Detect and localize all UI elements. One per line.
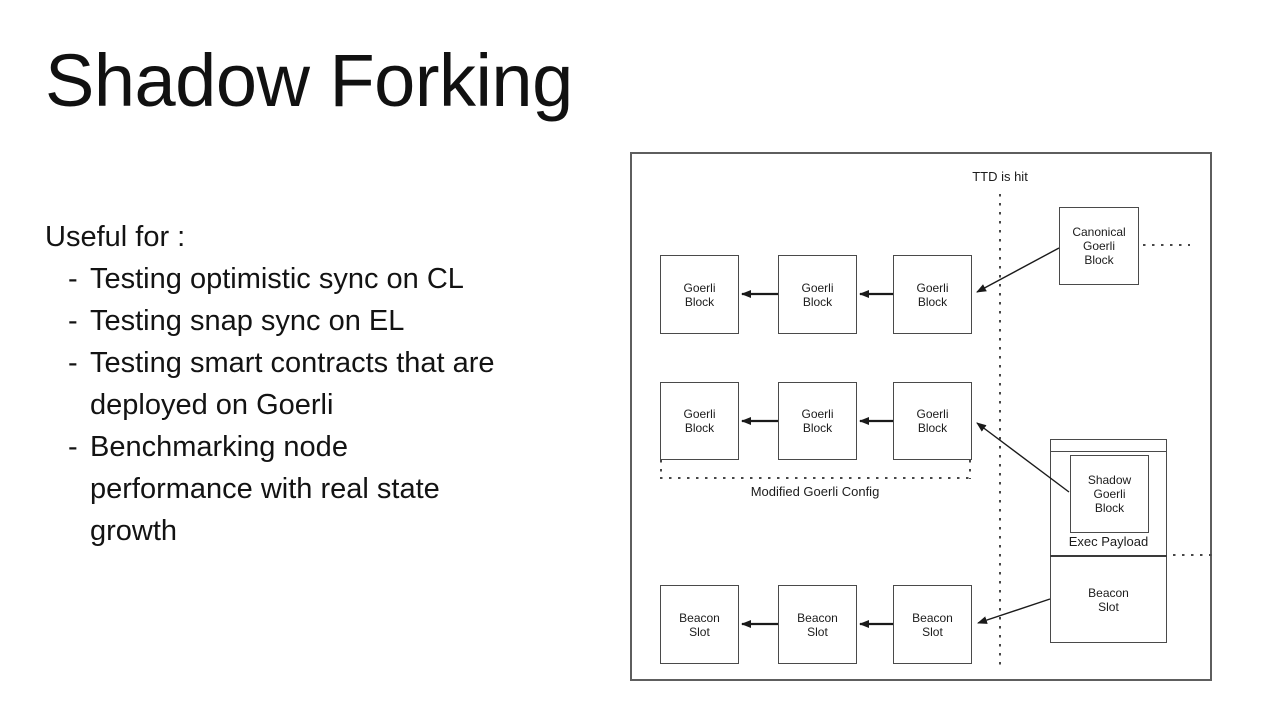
bullet-marker — [45, 384, 90, 426]
modified-config-bracket-bottom — [660, 477, 971, 479]
bullet-text: Testing optimistic sync on CL — [90, 263, 464, 295]
modified-config-bracket-left — [660, 460, 662, 479]
bullet-marker: - — [68, 431, 78, 463]
bullet-text: performance with real state — [90, 473, 440, 505]
beacon-slot-box: Beacon Slot — [893, 585, 972, 664]
beacon-slot-box: Beacon Slot — [660, 585, 739, 664]
bullet-marker: - — [68, 347, 78, 379]
goerli-block-box: Goerli Block — [660, 382, 739, 460]
bullet-line: - Benchmarking node — [45, 426, 620, 468]
goerli-block-box: Goerli Block — [893, 382, 972, 460]
ttd-threshold-dotted-line — [999, 194, 1001, 665]
beacon-to-slot-arrow — [977, 598, 1051, 624]
canonical-goerli-block-box: Canonical Goerli Block — [1059, 207, 1139, 285]
bullet-list: Useful for : - Testing optimistic sync o… — [45, 216, 620, 552]
bullet-marker: - — [68, 263, 78, 295]
bullet-line-continuation: growth — [45, 510, 620, 552]
bullet-text: growth — [90, 515, 178, 547]
bullet-marker — [45, 510, 90, 552]
goerli-block-box: Goerli Block — [893, 255, 972, 334]
bullet-text: deployed on Goerli — [90, 389, 334, 421]
bullet-line: - Testing snap sync on EL — [45, 300, 620, 342]
exec-payload-label: Exec Payload — [1068, 534, 1149, 549]
exec-payload-dotted-continuation — [1173, 554, 1215, 556]
bullet-line: - Testing optimistic sync on CL — [45, 258, 620, 300]
container-header-strip — [1051, 440, 1166, 452]
canonical-chain-dotted-continuation — [1143, 244, 1190, 246]
bullet-text: Benchmarking node — [90, 431, 348, 463]
modified-config-label: Modified Goerli Config — [750, 484, 880, 499]
goerli-block-box: Goerli Block — [778, 382, 857, 460]
shadow-fork-diagram: TTD is hit Canonical Goerli Block Goerli… — [630, 152, 1215, 681]
shadow-goerli-block-box: Shadow Goerli Block — [1070, 455, 1149, 533]
connectors-layer — [741, 247, 1070, 628]
bullet-line: - Testing smart contracts that are — [45, 342, 620, 384]
modified-config-bracket-right — [969, 460, 971, 479]
bullet-line-continuation: performance with real state — [45, 468, 620, 510]
shadow-to-goerli-arrow — [976, 422, 1070, 493]
exec-payload-divider — [1050, 555, 1167, 557]
slide-title: Shadow Forking — [45, 39, 573, 122]
bullet-marker — [45, 468, 90, 510]
canonical-to-goerli-arrow — [976, 247, 1060, 293]
goerli-block-box: Goerli Block — [778, 255, 857, 334]
beacon-slot-box: Beacon Slot — [778, 585, 857, 664]
intro-text: Useful for : — [45, 221, 186, 253]
beacon-slot-section: Beacon Slot — [1088, 585, 1129, 614]
shadow-fork-container: Shadow Goerli Block Exec Payload Beacon … — [1050, 439, 1167, 643]
bullet-text: Testing smart contracts that are — [90, 347, 495, 379]
bullet-line-continuation: deployed on Goerli — [45, 384, 620, 426]
goerli-block-box: Goerli Block — [660, 255, 739, 334]
ttd-label: TTD is hit — [972, 169, 1028, 184]
bullet-text: Testing snap sync on EL — [90, 305, 405, 337]
bullet-marker: - — [68, 305, 78, 337]
